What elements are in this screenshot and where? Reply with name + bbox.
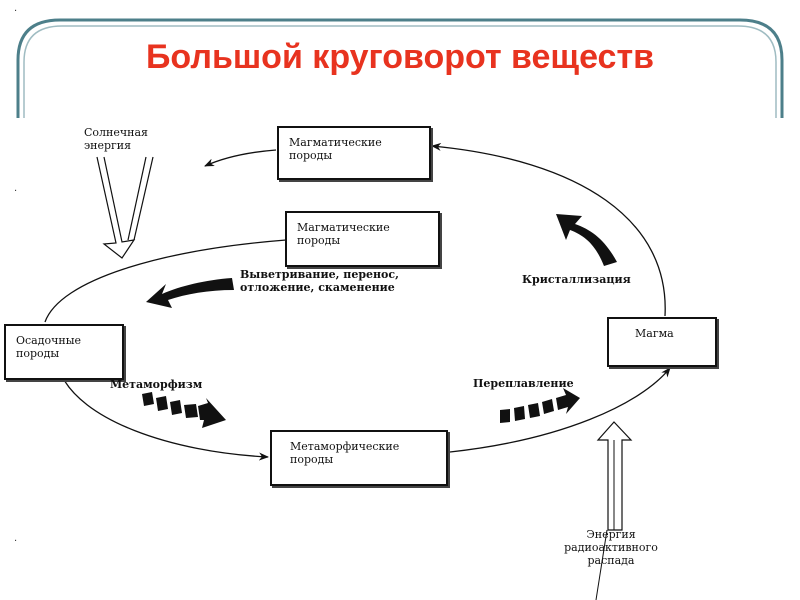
- corner-dot: ·: [14, 6, 18, 17]
- radioactive-energy-arrow: [595, 421, 633, 600]
- arc-igneous-top-left: [204, 149, 277, 167]
- label-radioactive-energy: Энергия радиоактивного распада: [564, 528, 658, 567]
- remelting-arrow: [500, 388, 580, 423]
- metamorphism-arrow: [142, 392, 226, 428]
- corner-dot: ·: [14, 536, 18, 547]
- node-igneous-top: Магматические породы: [277, 126, 431, 180]
- node-igneous-inner: Магматические породы: [285, 211, 440, 267]
- arc-igneous-to-sedimentary: [44, 239, 287, 323]
- node-metamorphic-label: Метаморфические породы: [290, 440, 400, 466]
- arc-magma-to-igneous: [431, 142, 666, 317]
- node-igneous-top-label: Магматические породы: [289, 136, 382, 162]
- slide-frame: [16, 18, 784, 118]
- node-sedimentary: Осадочные породы: [4, 324, 124, 380]
- corner-dot: ·: [14, 186, 18, 197]
- label-metamorphism: Метаморфизм: [110, 378, 203, 391]
- arc-sedimentary-to-metamorphic: [59, 371, 269, 461]
- node-magma-label: Магма: [635, 327, 674, 340]
- label-crystallization: Кристаллизация: [522, 273, 631, 286]
- arc-metamorphic-to-magma: [449, 367, 671, 453]
- node-sedimentary-label: Осадочные породы: [16, 334, 82, 360]
- node-metamorphic: Метаморфические породы: [270, 430, 448, 486]
- node-igneous-inner-label: Магматические породы: [297, 221, 390, 247]
- slide-frame-inner: [23, 25, 777, 118]
- slide-title: Большой круговорот веществ: [145, 38, 655, 76]
- solar-energy-arrow: [96, 156, 154, 259]
- weathering-arrow: [146, 278, 234, 308]
- label-remelting: Переплавление: [473, 377, 574, 390]
- label-weathering: Выветривание, перенос, отложение, скамен…: [240, 268, 399, 294]
- crystallization-arrow: [556, 214, 617, 266]
- label-solar-energy: Солнечная энергия: [84, 126, 148, 152]
- node-magma: Магма: [607, 317, 717, 367]
